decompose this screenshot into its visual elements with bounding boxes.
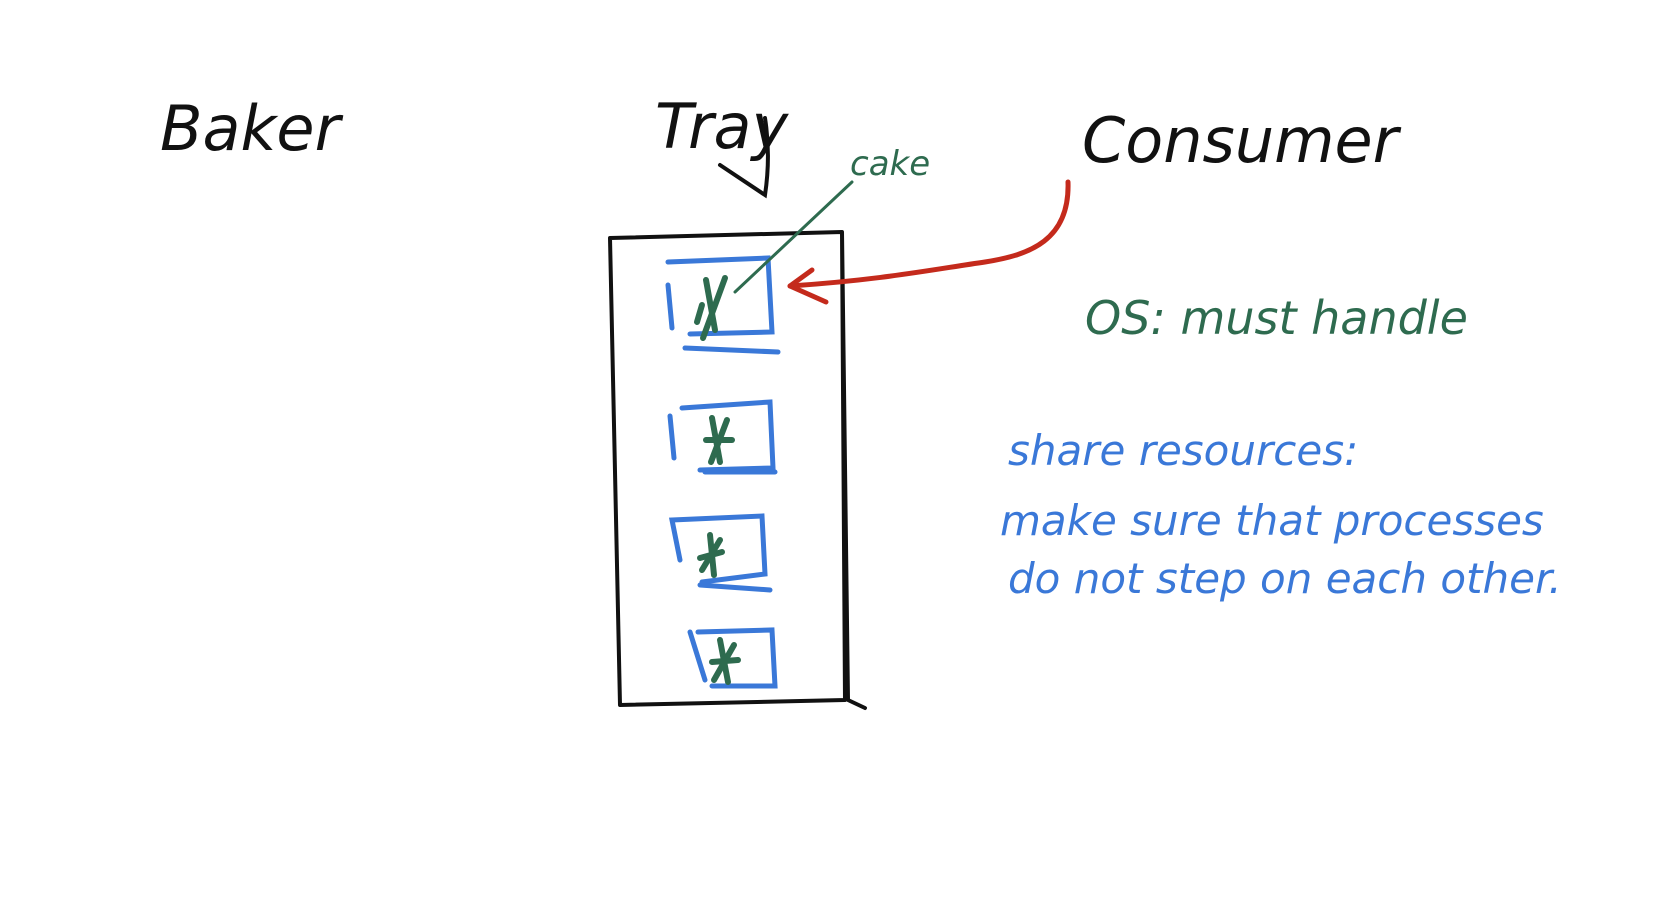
cake-mark-4 [709, 637, 741, 685]
cake-mark-2 [703, 415, 735, 465]
tray-box [608, 230, 867, 710]
tray-slot-3 [668, 513, 773, 593]
consumer-label: Consumer [1082, 104, 1402, 177]
consumer-arrowhead [787, 267, 829, 305]
cake-leader-line [733, 180, 854, 294]
tray-slot-4 [687, 627, 778, 689]
cake-label: cake [850, 144, 930, 184]
cake-mark-3 [697, 532, 725, 578]
note-line-1: share resources: [1008, 426, 1358, 475]
os-note: OS: must handle [1085, 291, 1468, 345]
cake-mark-1 [694, 275, 728, 341]
tray-slot-2 [667, 399, 778, 475]
note-line-3: do not step on each other. [1008, 554, 1562, 603]
consumer-arrow [787, 179, 1071, 289]
tray-slot-1 [665, 255, 781, 355]
note-line-2: make sure that processes [1000, 496, 1544, 545]
tray-descender-stroke [718, 116, 771, 199]
baker-label: Baker [160, 92, 344, 165]
